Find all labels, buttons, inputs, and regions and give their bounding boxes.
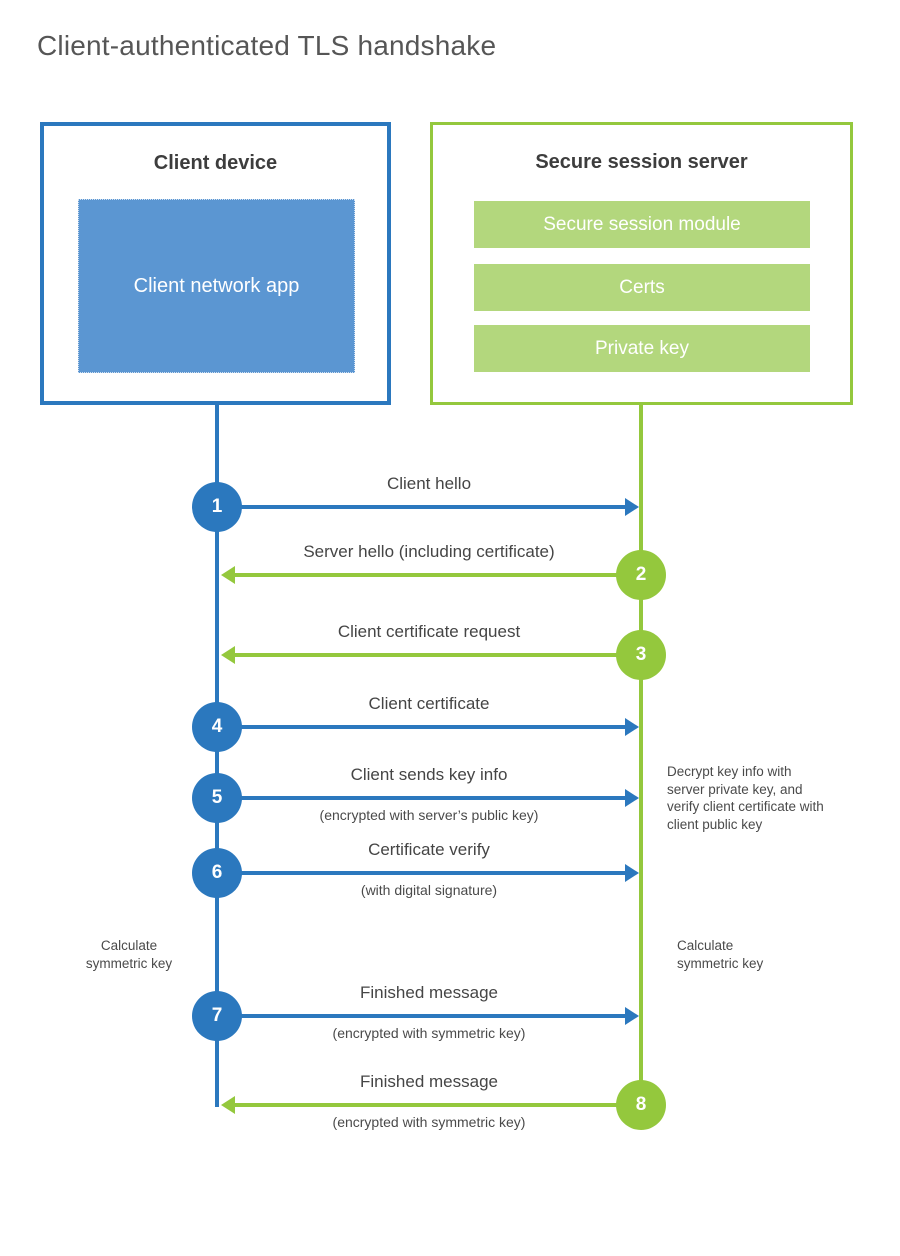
step-7-circle: 7: [192, 991, 242, 1041]
step-7-sublabel: (encrypted with symmetric key): [332, 1025, 526, 1041]
step-7-arrow: [219, 1007, 639, 1025]
note-server-calculate: Calculate symmetric key: [677, 938, 764, 971]
step-1-arrowhead-icon: [625, 498, 639, 516]
step-4-arrow: [219, 718, 639, 736]
note-client-calculate: Calculate symmetric key: [85, 938, 173, 971]
secure-session-server-title: Secure session server: [535, 151, 748, 173]
client-lifeline: [215, 405, 219, 1107]
step-6-sublabel: (with digital signature): [360, 882, 498, 898]
step-1-circle: 1: [192, 482, 242, 532]
client-device-title: Client device: [153, 152, 278, 174]
step-4-label: Client certificate: [368, 694, 490, 713]
step-4-arrowhead-icon: [625, 718, 639, 736]
step-5-sublabel: (encrypted with server’s public key): [319, 807, 539, 823]
step-3-circle: 3: [616, 630, 666, 680]
client-network-app-label: Client network app: [133, 275, 300, 297]
step-5-arrowhead-icon: [625, 789, 639, 807]
step-5-arrow: [219, 789, 639, 807]
step-8-arrow: [221, 1096, 641, 1114]
step-5-label: Client sends key info: [350, 765, 508, 784]
step-7-label: Finished message: [360, 983, 498, 1002]
server-lifeline: [639, 405, 643, 1105]
step-8-arrowhead-icon: [221, 1096, 235, 1114]
step-6-arrowhead-icon: [625, 864, 639, 882]
step-6-label: Certificate verify: [368, 840, 490, 859]
server-module-bar: Certs: [474, 264, 810, 311]
step-1-label: Client hello: [386, 474, 472, 493]
step-3-arrow: [221, 646, 641, 664]
step-5-circle: 5: [192, 773, 242, 823]
step-2-arrowhead-icon: [221, 566, 235, 584]
server-module-bar: Private key: [474, 325, 810, 372]
step-8-sublabel: (encrypted with symmetric key): [332, 1114, 526, 1130]
note-server-decrypt: Decrypt key info with server private key…: [667, 764, 824, 832]
step-1-arrow: [219, 498, 639, 516]
step-2-arrow: [221, 566, 641, 584]
step-7-arrowhead-icon: [625, 1007, 639, 1025]
step-6-circle: 6: [192, 848, 242, 898]
step-2-circle: 2: [616, 550, 666, 600]
step-2-label: Server hello (including certificate): [303, 542, 555, 561]
server-module-bar: Secure session module: [474, 201, 810, 248]
page-title: Client-authenticated TLS handshake: [37, 30, 497, 61]
step-3-label: Client certificate request: [337, 622, 521, 641]
step-6-arrow: [219, 864, 639, 882]
step-4-circle: 4: [192, 702, 242, 752]
step-8-circle: 8: [616, 1080, 666, 1130]
step-8-label: Finished message: [360, 1072, 498, 1091]
client-network-app-box: Client network app: [78, 199, 355, 373]
step-3-arrowhead-icon: [221, 646, 235, 664]
